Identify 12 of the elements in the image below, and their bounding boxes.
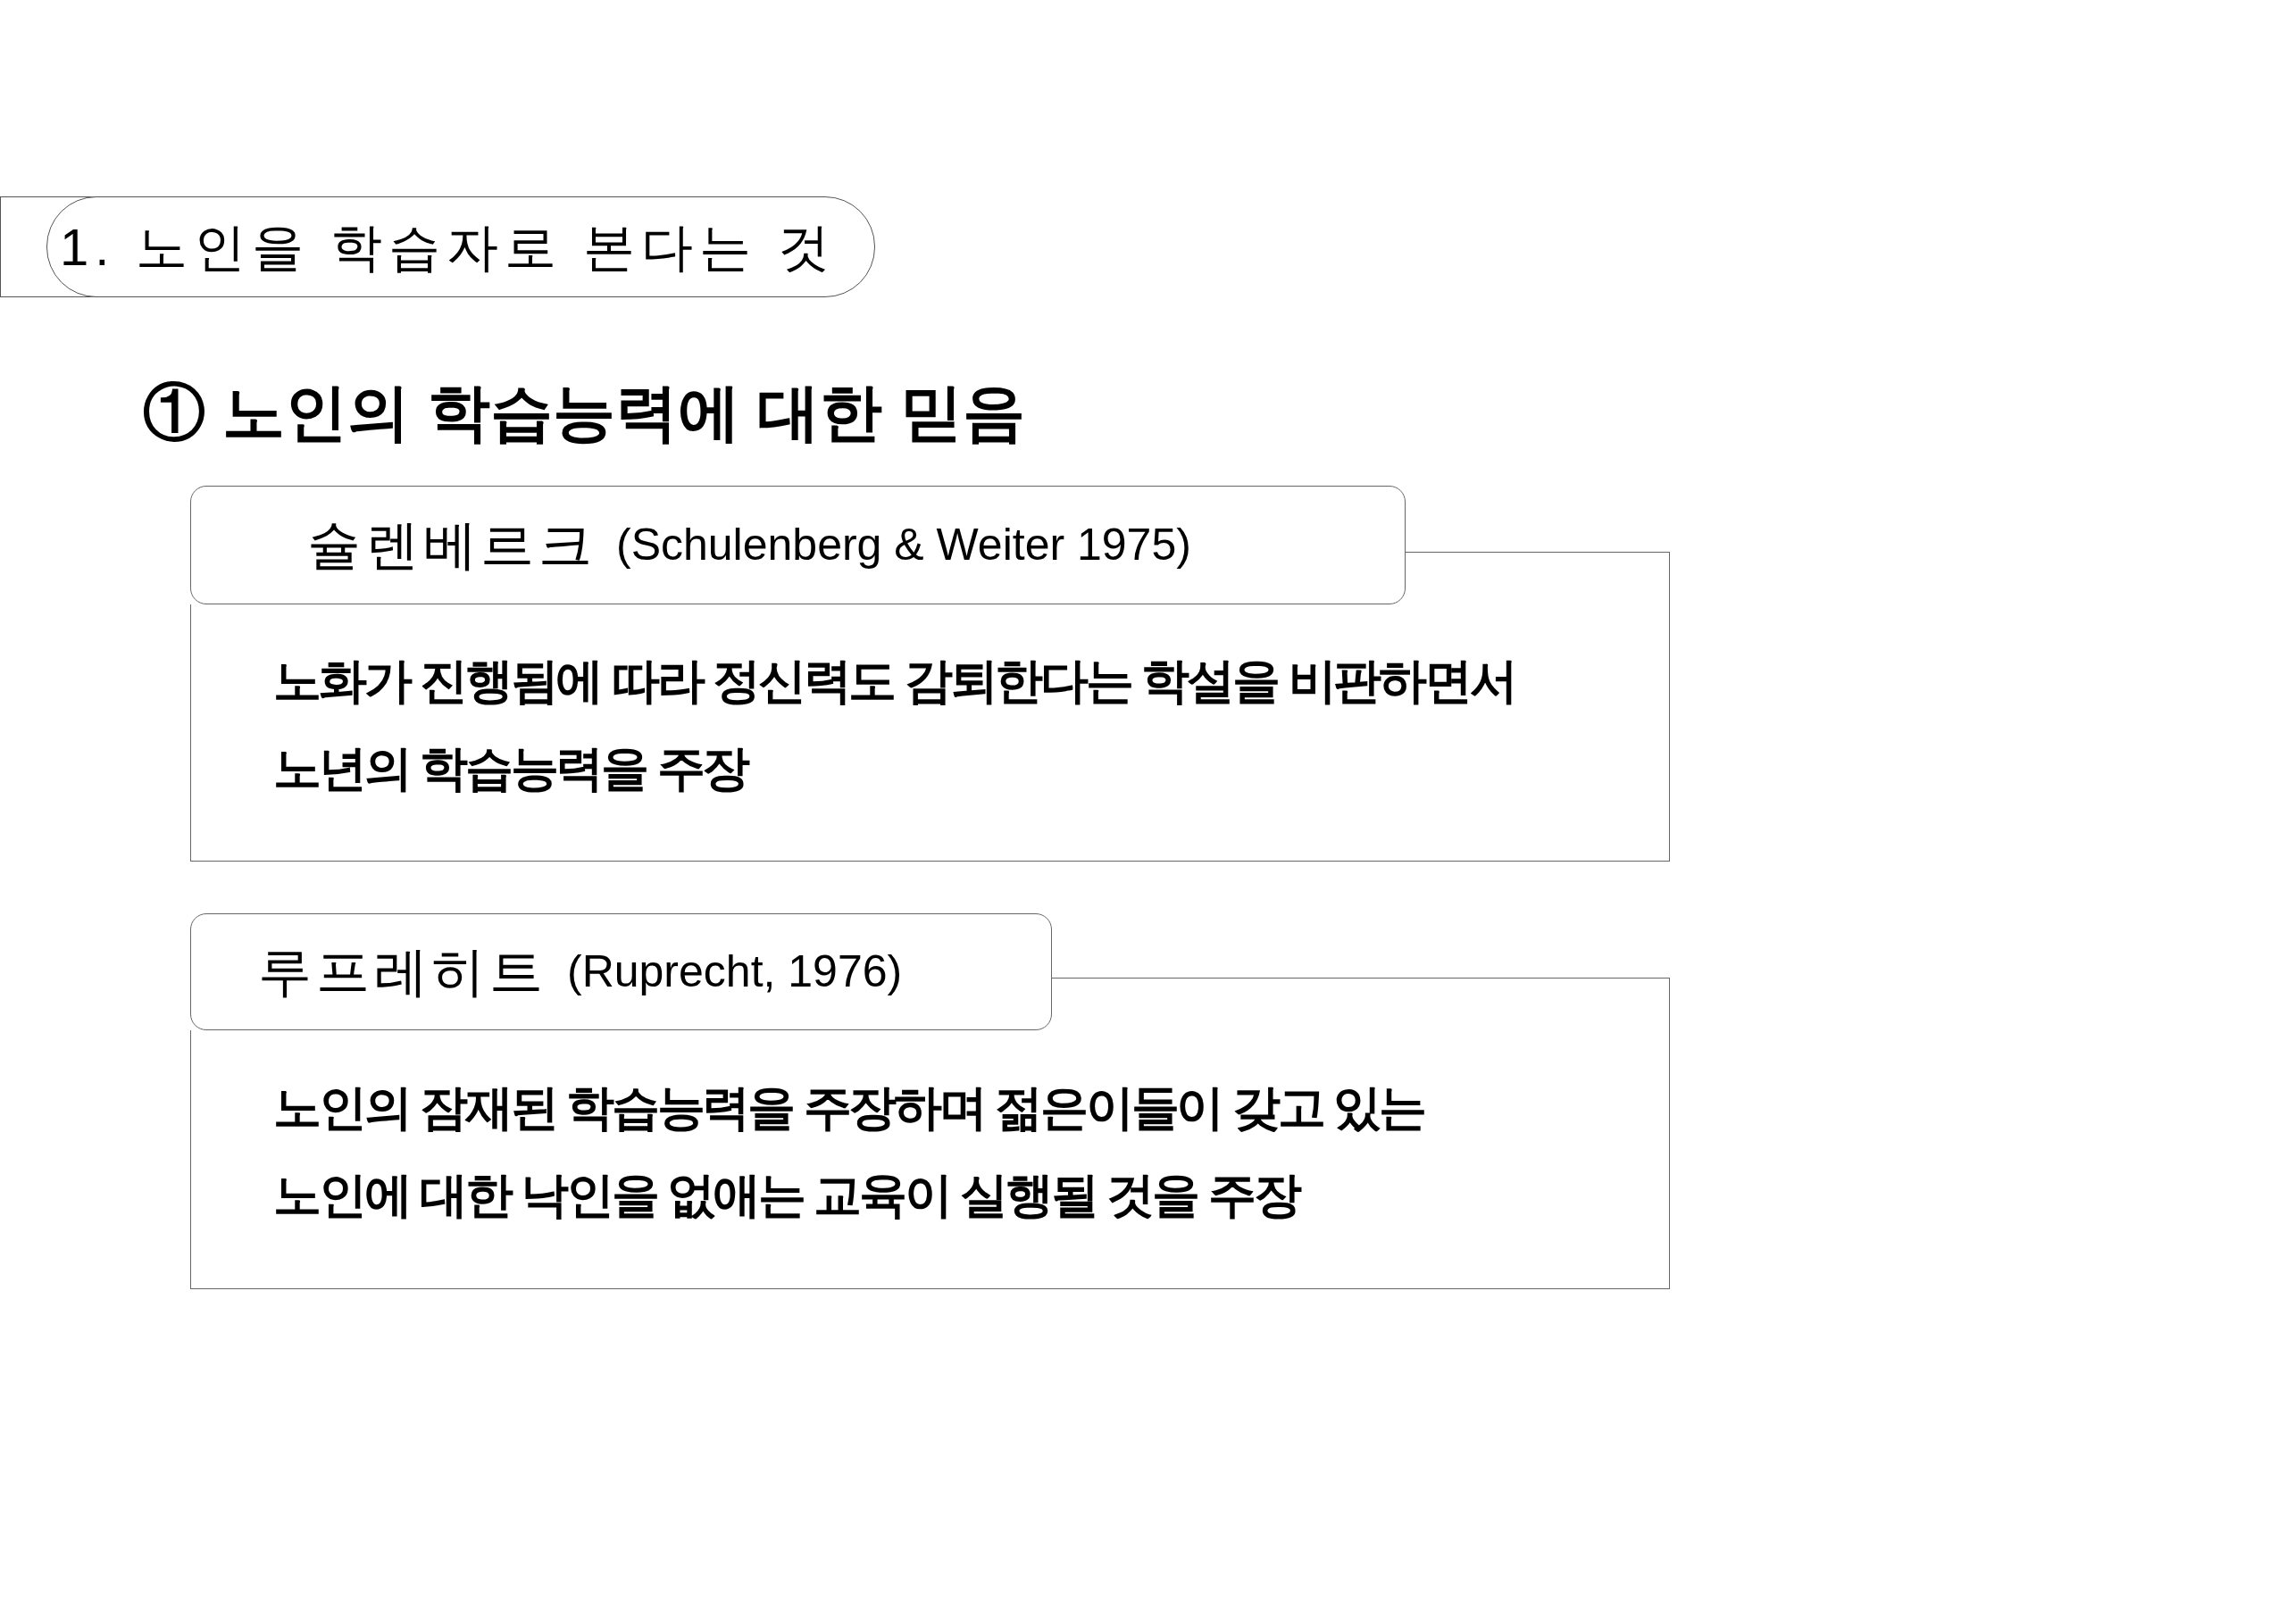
- name-text: 슐렌베르크: [307, 513, 597, 577]
- name-text: 루프레히트: [258, 940, 547, 1004]
- citation-text: (Schulenberg & Weiter 1975): [616, 519, 1191, 571]
- content-box: [190, 1030, 1670, 1289]
- citation-text: (Ruprecht, 1976): [567, 945, 903, 998]
- title-text: 1. 노인을 학습자로 본다는 것: [60, 217, 837, 278]
- header-tab: [190, 486, 1406, 604]
- section-heading: ① 노인의 학습능력에 대한 믿음: [143, 377, 1025, 449]
- description-text: 노인의 잠재된 학습능력을 주장하며 젊은이들이 갖고 있는 노인에 대한 낙인을 없애는 교육이 실행될 것을 주장: [273, 1079, 1425, 1223]
- description-text: 노화가 진행됨에 따라 정신력도 감퇴한다는 학설을 비판하면서 노년의 학습능력을 주장: [273, 652, 1516, 796]
- header-tab: [190, 913, 1052, 1030]
- content-box: [190, 604, 1670, 862]
